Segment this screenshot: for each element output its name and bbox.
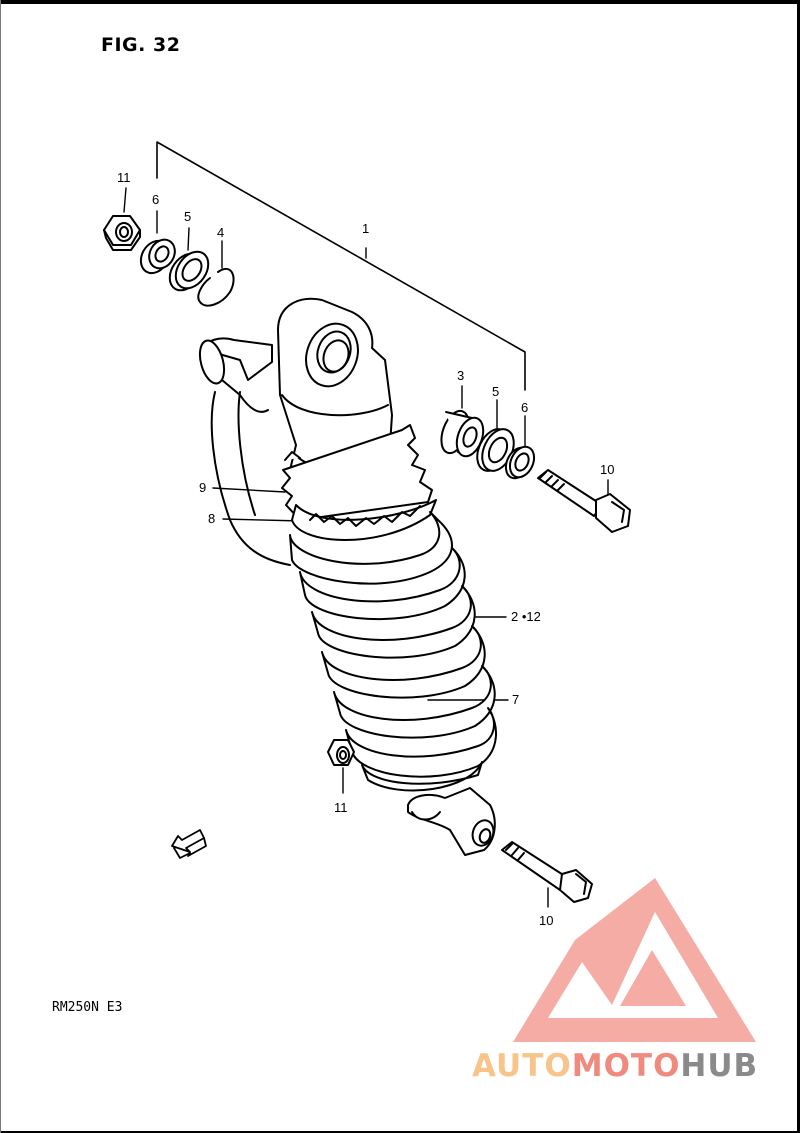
callout-3: 3: [457, 368, 465, 383]
callout-2-12: 2 •12: [511, 609, 541, 624]
lock-nut-8: [291, 499, 437, 541]
watermark-logo-icon: [513, 878, 756, 1042]
callout-5-top: 5: [184, 209, 192, 224]
forward-arrow-icon: [171, 829, 207, 859]
callout-8: 8: [208, 511, 216, 526]
watermark-auto: AUTO: [472, 1048, 572, 1084]
frame-border-right: [797, 0, 800, 1133]
frame-border-top: [0, 0, 800, 4]
bolt-lower: [501, 841, 593, 903]
gas-reservoir: [198, 337, 291, 566]
watermark-hub: HUB: [680, 1048, 759, 1084]
callout-1: 1: [362, 221, 370, 236]
dust-seal-top: [168, 250, 210, 292]
circlip: [197, 267, 235, 307]
callout-6-right: 6: [521, 400, 529, 415]
callout-10-upper: 10: [600, 462, 615, 477]
coil-spring: [289, 511, 498, 792]
callout-5-right: 5: [492, 384, 500, 399]
frame-border-left: [0, 0, 1, 1133]
callout-11-bottom: 11: [334, 800, 348, 815]
callout-6-top: 6: [152, 192, 160, 207]
callout-7: 7: [512, 692, 520, 707]
adjuster-ring-9: [281, 424, 433, 521]
watermark-text: AUTOMOTOHUB: [472, 1048, 758, 1084]
callout-4: 4: [217, 225, 225, 240]
dust-seal-right: [476, 428, 515, 472]
bushing-right: [504, 445, 536, 480]
leader-lines: [123, 187, 609, 908]
lower-clevis: [407, 787, 496, 856]
leader-bracket-1: [156, 141, 526, 391]
spacer-3: [440, 409, 485, 458]
flange-nut-top: [103, 215, 141, 251]
callout-9: 9: [199, 480, 207, 495]
flange-nut-bottom: [327, 739, 355, 766]
bolt-upper: [537, 469, 631, 533]
watermark-moto: MOTO: [571, 1048, 681, 1084]
model-code: RM250N E3: [52, 1000, 123, 1015]
figure-title: FIG. 32: [101, 34, 181, 56]
callout-11-top: 11: [117, 170, 131, 185]
bushing-top: [139, 238, 176, 275]
callout-10-lower: 10: [539, 913, 554, 928]
frame-border-bottom: [0, 1131, 800, 1133]
